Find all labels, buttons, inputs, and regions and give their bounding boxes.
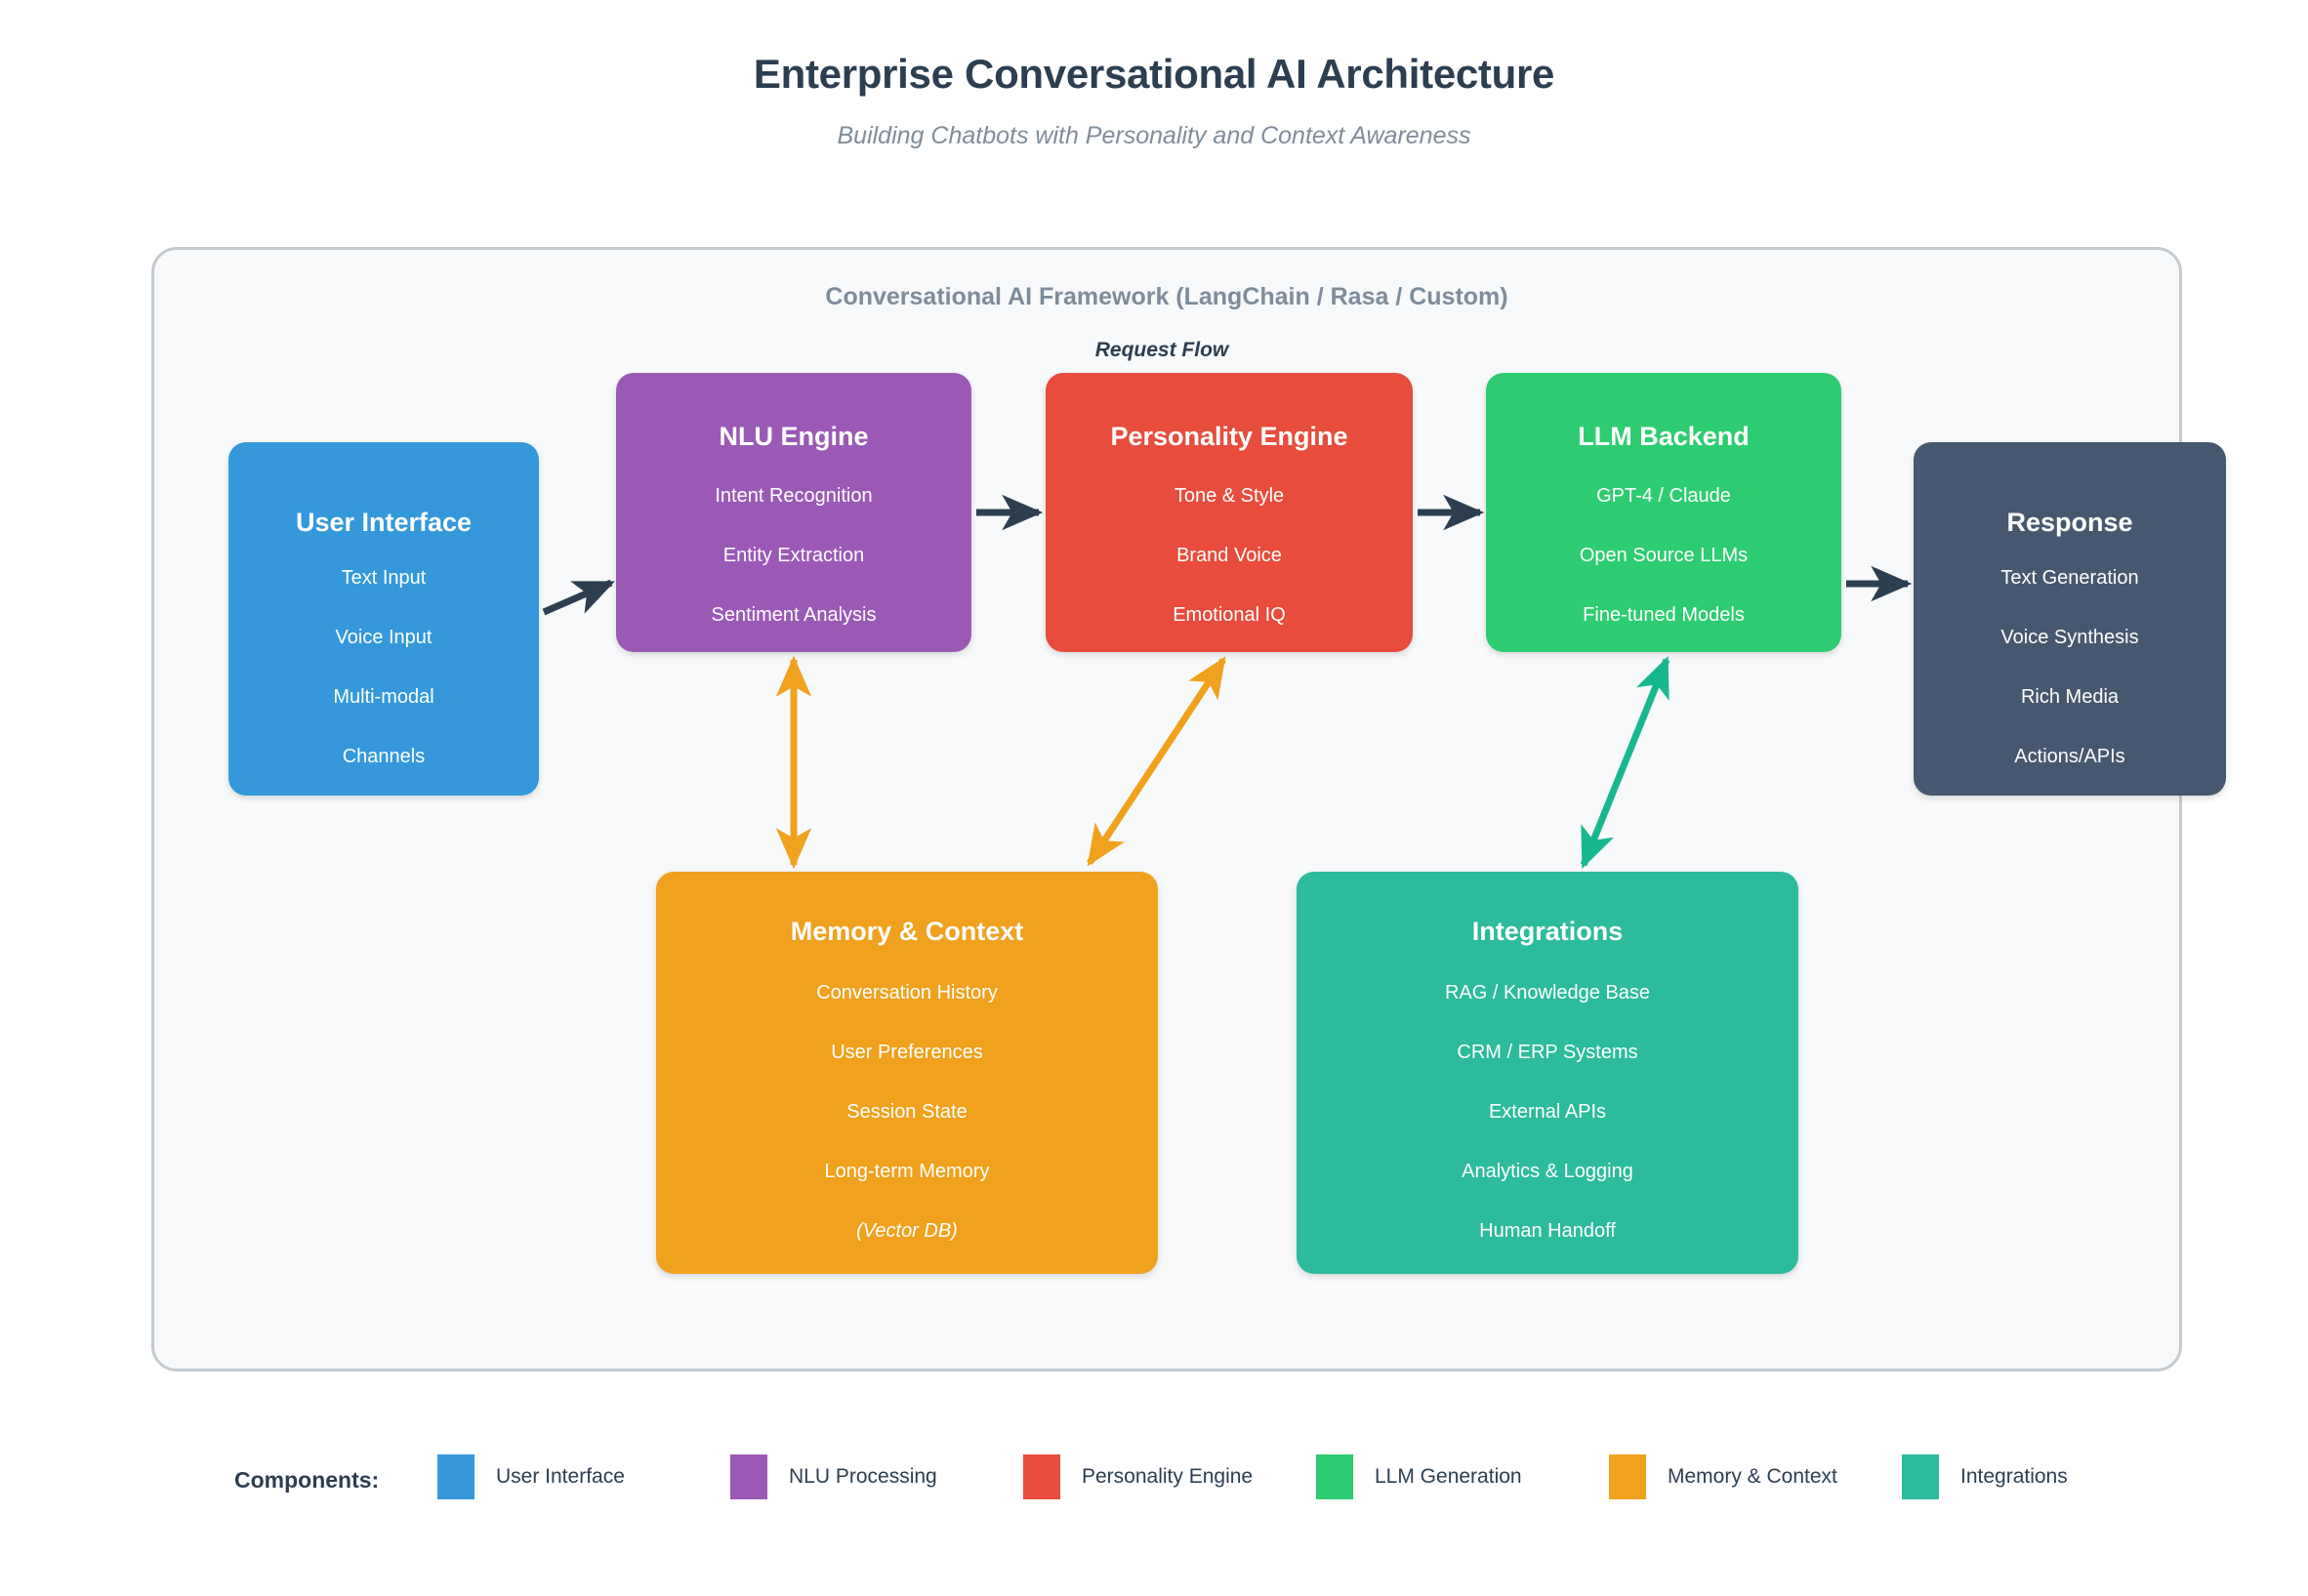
node-item: Emotional IQ	[1173, 604, 1286, 626]
node-item: External APIs	[1488, 1101, 1607, 1123]
node-title: NLU Engine	[719, 422, 869, 451]
node-item: Text Generation	[2000, 567, 2139, 589]
framework-label: Conversational AI Framework (LangChain /…	[825, 283, 1508, 310]
node-items: GPT-4 / Claude Open Source LLMs Fine-tun…	[1486, 485, 1841, 652]
node-item: RAG / Knowledge Base	[1444, 982, 1651, 1003]
legend-item: NLU Processing	[730, 1454, 1023, 1499]
node-item: Sentiment Analysis	[711, 604, 877, 626]
legend-swatch	[1316, 1454, 1353, 1499]
node-title: Personality Engine	[1110, 422, 1348, 451]
legend-item: Personality Engine	[1023, 1454, 1316, 1499]
legend-label: User Interface	[496, 1465, 625, 1488]
node-title: Integrations	[1471, 917, 1624, 946]
page-subtitle: Building Chatbots with Personality and C…	[837, 122, 1471, 149]
node-title: LLM Backend	[1578, 422, 1750, 451]
node-items: Conversation History User Preferences Se…	[656, 982, 1158, 1274]
node-response[interactable]: Response Text Generation Voice Synthesis…	[1914, 442, 2226, 796]
node-note: (Vector DB)	[856, 1220, 958, 1242]
node-integrations[interactable]: Integrations RAG / Knowledge Base CRM / …	[1297, 872, 1798, 1274]
legend-label: Integrations	[1960, 1465, 2068, 1488]
legend-label: NLU Processing	[789, 1465, 937, 1488]
node-nlu-engine[interactable]: NLU Engine Intent Recognition Entity Ext…	[616, 373, 971, 652]
node-items: Text Generation Voice Synthesis Rich Med…	[1914, 567, 2226, 796]
node-item: Session State	[846, 1101, 968, 1123]
node-item: GPT-4 / Claude	[1596, 485, 1731, 507]
node-personality-engine[interactable]: Personality Engine Tone & Style Brand Vo…	[1046, 373, 1413, 652]
legend-item: Memory & Context	[1609, 1454, 1902, 1499]
node-title: Response	[2006, 508, 2133, 537]
node-item: Analytics & Logging	[1462, 1161, 1633, 1182]
node-item: User Preferences	[831, 1042, 983, 1063]
node-item: Entity Extraction	[722, 545, 865, 566]
node-item: Text Input	[341, 567, 427, 589]
node-item: Fine-tuned Models	[1583, 604, 1745, 626]
legend-label: Memory & Context	[1668, 1465, 1837, 1488]
node-items: Intent Recognition Entity Extraction Sen…	[616, 485, 971, 652]
node-title: User Interface	[295, 508, 473, 537]
page-title: Enterprise Conversational AI Architectur…	[753, 51, 1555, 97]
node-llm-backend[interactable]: LLM Backend GPT-4 / Claude Open Source L…	[1486, 373, 1841, 652]
node-title: Memory & Context	[790, 917, 1024, 946]
node-item: Conversation History	[816, 982, 998, 1003]
node-item: Rich Media	[2020, 686, 2120, 708]
node-items: RAG / Knowledge Base CRM / ERP Systems E…	[1297, 982, 1798, 1274]
node-item: Channels	[342, 746, 426, 767]
legend-swatch	[730, 1454, 767, 1499]
node-item: Long-term Memory	[824, 1161, 990, 1182]
legend-label: LLM Generation	[1375, 1465, 1522, 1488]
legend-item: LLM Generation	[1316, 1454, 1609, 1499]
node-item: Voice Synthesis	[2000, 627, 2139, 648]
node-item: Multi-modal	[333, 686, 434, 708]
legend-swatch	[1023, 1454, 1060, 1499]
node-items: Tone & Style Brand Voice Emotional IQ	[1046, 485, 1413, 652]
node-items: Text Input Voice Input Multi-modal Chann…	[228, 567, 539, 796]
legend-swatch	[437, 1454, 474, 1499]
node-item: Brand Voice	[1176, 545, 1282, 566]
legend-label: Personality Engine	[1082, 1465, 1254, 1488]
request-flow-label: Request Flow	[1094, 339, 1229, 361]
node-item: Actions/APIs	[2014, 746, 2125, 767]
legend-item: Integrations	[1902, 1454, 2195, 1499]
legend-swatch	[1609, 1454, 1646, 1499]
node-item: Human Handoff	[1479, 1220, 1616, 1242]
node-item: Tone & Style	[1174, 485, 1285, 507]
legend-swatch	[1902, 1454, 1939, 1499]
node-item: Voice Input	[335, 627, 433, 648]
node-item: CRM / ERP Systems	[1457, 1042, 1638, 1063]
legend-item: User Interface	[437, 1454, 730, 1499]
node-user-interface[interactable]: User Interface Text Input Voice Input Mu…	[228, 442, 539, 796]
legend-title: Components:	[234, 1467, 380, 1493]
node-item: Open Source LLMs	[1579, 545, 1749, 566]
legend: User Interface NLU Processing Personalit…	[437, 1443, 2195, 1511]
node-memory-context[interactable]: Memory & Context Conversation History Us…	[656, 872, 1158, 1274]
node-item: Intent Recognition	[715, 485, 873, 507]
